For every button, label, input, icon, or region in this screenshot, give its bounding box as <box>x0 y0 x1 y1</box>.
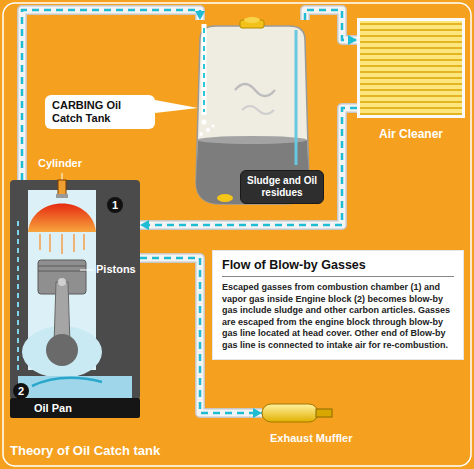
oil-pan <box>10 398 140 418</box>
bubble <box>199 132 203 136</box>
combustion-chamber <box>28 204 96 233</box>
outlet-tube <box>295 30 298 165</box>
bubble <box>212 125 215 128</box>
tank-callout: CARBING Oil Catch Tank <box>45 95 155 129</box>
crankshaft <box>46 334 78 366</box>
muffler-label: Exhaust Muffler <box>270 432 353 445</box>
leader-line <box>80 270 94 271</box>
piston-pin <box>58 278 66 286</box>
vapor-swirl <box>242 106 274 114</box>
info-heading: Flow of Blow-by Gasses <box>222 257 454 277</box>
part-label: Cylinder <box>38 157 82 170</box>
oil-catch-tank: CARBING Oil Catch TankSludge and Oil res… <box>180 20 325 205</box>
part-label: Pistons <box>96 263 136 276</box>
inlet-tube <box>202 24 207 115</box>
pipe-body <box>22 10 200 180</box>
air-cleaner: Air Cleaner <box>357 18 465 118</box>
pipe-body <box>305 10 357 40</box>
air-cleaner-label: Air Cleaner <box>350 127 472 141</box>
blow-by-pipe <box>22 10 200 180</box>
info-box: Flow of Blow-by GassesEscaped gasses fro… <box>212 250 464 360</box>
pipe-flow <box>305 10 357 40</box>
oil-pan-label: Oil Pan <box>34 401 72 415</box>
oil-surface <box>197 136 307 144</box>
tail-pipe <box>316 409 332 417</box>
engine-shape <box>10 180 140 418</box>
tank-cap-top <box>244 17 260 23</box>
info-body: Escaped gasses from combustion chamber (… <box>222 282 454 351</box>
vapor-swirl <box>235 84 275 96</box>
exhaust-muffler: Exhaust Muffler <box>262 402 332 424</box>
callout-number: 1 <box>107 197 123 213</box>
sludge-box: Sludge and Oil residues <box>240 170 324 204</box>
engine: Oil Pan <box>10 180 140 418</box>
heat-lines <box>40 234 84 254</box>
pipe-edge <box>305 10 357 40</box>
callout-pointer <box>155 100 198 113</box>
muffler-shape <box>262 402 332 424</box>
spark-plug <box>58 180 66 196</box>
engine-block <box>10 180 140 400</box>
oil-swirl <box>32 378 102 386</box>
piston-ring <box>38 266 86 267</box>
frame <box>3 3 471 466</box>
oil <box>18 376 132 398</box>
callout-number: 2 <box>13 383 29 399</box>
diagram-title: Theory of Oil Catch tank <box>10 443 160 459</box>
pipe-flow <box>22 10 200 180</box>
drain-plug <box>217 194 233 202</box>
bubble <box>202 120 207 125</box>
piston-ring <box>38 271 86 272</box>
pipe-edge <box>22 10 200 180</box>
sludge-label: Sludge and Oil residues <box>246 175 318 199</box>
inlet-flow <box>203 28 205 112</box>
blow-by-pipe <box>305 10 357 40</box>
muffler-body <box>262 404 318 422</box>
leader-line <box>62 173 63 180</box>
spark-plug-base <box>56 194 68 198</box>
vapor-flow <box>17 220 19 370</box>
bubble <box>206 128 210 132</box>
